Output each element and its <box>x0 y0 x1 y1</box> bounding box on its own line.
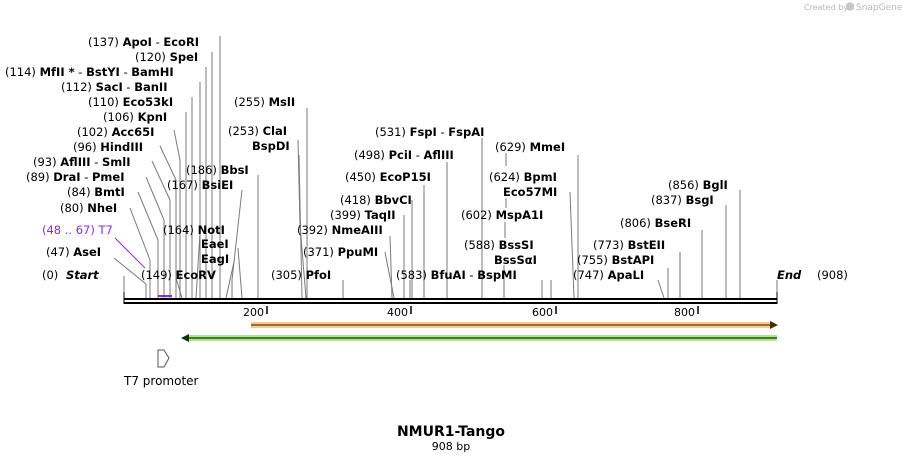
feature-green <box>181 334 777 342</box>
site-label: (110) Eco53kI <box>88 95 173 109</box>
backbone <box>123 292 778 304</box>
site-label: EagI <box>201 252 229 266</box>
site-label: (755) BstAPI <box>577 253 654 267</box>
site-label: Eco57MI <box>503 185 557 199</box>
site-label: (773) BstEII <box>593 238 665 252</box>
credit-text: Created by <box>804 3 848 12</box>
start-label: (0) Start <box>42 268 99 282</box>
site-label: (120) SpeI <box>135 50 198 64</box>
promoter-label: T7 promoter <box>123 374 199 388</box>
ruler-tick-label: 800 <box>674 306 695 319</box>
site-label: (89) DraI - PmeI <box>26 170 125 184</box>
ruler: 200 400 600 800 <box>243 306 699 319</box>
snapgene-credit: Created by SnapGene <box>804 2 902 13</box>
site-label: (137) ApoI - EcoRI <box>88 35 199 49</box>
site-label: (624) BpmI <box>489 170 557 184</box>
site-label: (399) TaqII <box>330 208 396 222</box>
snapgene-logo-icon <box>846 2 854 11</box>
site-label: (747) ApaLI <box>573 268 644 282</box>
site-label: (112) SacI - BanII <box>61 80 167 94</box>
site-label: (93) AflIII - SmlI <box>33 155 131 169</box>
ruler-tick-label: 600 <box>532 306 553 319</box>
site-label: (856) BglI <box>668 178 728 192</box>
site-label: (305) PfoI <box>271 268 331 282</box>
promoter-arrow-icon <box>157 349 170 368</box>
site-label: (588) BssSI <box>464 238 534 252</box>
ruler-tick-label: 400 <box>387 306 408 319</box>
site-label: (450) EcoP15I <box>345 170 431 184</box>
site-label: (583) BfuAI - BspMI <box>396 268 517 282</box>
enzyme-labels: (137) ApoI - EcoRI (120) SpeI (114) MfII… <box>5 35 848 282</box>
site-label: (371) PpuMI <box>303 245 378 259</box>
map-subtitle: 908 bp <box>432 440 470 453</box>
site-label: (84) BmtI <box>67 185 125 199</box>
feature-orange <box>251 321 778 329</box>
site-label: EaeI <box>201 237 229 251</box>
site-label: (255) MslI <box>234 95 295 109</box>
map-title: NMUR1-Tango <box>397 424 505 440</box>
credit-brand: SnapGene <box>856 3 902 13</box>
site-label: (531) FspI - FspAI <box>375 125 484 139</box>
site-label: (806) BseRI <box>620 216 691 230</box>
site-label: (498) PciI - AflIII <box>354 148 454 162</box>
site-label: (149) EcoRV <box>141 268 216 282</box>
ruler-tick-label: 200 <box>243 306 264 319</box>
site-label: (253) ClaI <box>228 124 287 138</box>
leader-lines <box>113 36 778 299</box>
site-label: (418) BbvCI <box>340 193 412 207</box>
primer-label: (48 .. 67) T7 <box>42 223 113 237</box>
site-label: (167) BsiEI <box>167 178 233 192</box>
site-label: (96) HindIII <box>73 140 143 154</box>
end-position: (908) <box>817 268 848 282</box>
t7-promoter: T7 promoter <box>123 349 199 388</box>
site-label: (106) KpnI <box>103 110 167 124</box>
site-label: (114) MfII * - BstYI - BamHI <box>5 65 174 79</box>
primer-leader <box>114 237 146 269</box>
site-label: (186) BbsI <box>186 163 249 177</box>
site-label: (80) NheI <box>60 201 117 215</box>
site-label: BssSαI <box>494 253 537 267</box>
site-label: (164) NotI <box>163 223 225 237</box>
end-label: End <box>777 268 802 282</box>
site-label: (837) BsgI <box>651 193 714 207</box>
site-label: (629) MmeI <box>495 140 565 154</box>
site-label: (102) Acc65I <box>77 125 154 139</box>
site-label: (392) NmeAIII <box>297 223 383 237</box>
site-label: BspDI <box>252 139 290 153</box>
site-label: (47) AseI <box>46 245 101 259</box>
site-label: (602) MspA1I <box>461 208 543 222</box>
